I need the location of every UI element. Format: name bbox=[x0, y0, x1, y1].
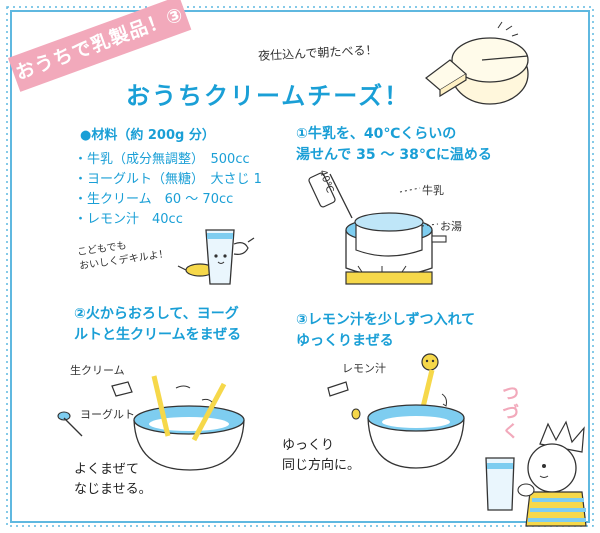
ingredients-heading: ●材料（約 200g 分） bbox=[80, 128, 215, 143]
mixing-bowl-illustration bbox=[57, 375, 245, 471]
step-3-text: ③レモン汁を少しずつ入れて ゆっくりまぜる bbox=[296, 312, 476, 349]
ingredient-item: ・ヨーグルト（無糖） 大さじ 1 bbox=[74, 172, 262, 187]
ingredients-list: ・牛乳（成分無調整） 500cc ・ヨーグルト（無糖） 大さじ 1 ・生クリーム… bbox=[74, 150, 262, 230]
step-3-note: ゆっくり 同じ方向に。 bbox=[282, 438, 361, 473]
milk-cup-character bbox=[177, 229, 255, 285]
cream-label: 生クリーム bbox=[70, 364, 125, 377]
ingredient-item: ・牛乳（成分無調整） 500cc bbox=[74, 152, 250, 167]
step-2-note: よくまぜて なじませる。 bbox=[74, 462, 152, 497]
step-2-text: ②火からおろして、ヨーグ ルトと生クリームをまぜる bbox=[74, 306, 242, 343]
hot-water-label: お湯 bbox=[440, 220, 462, 233]
crown-mascot-illustration bbox=[485, 420, 587, 527]
label-dashes bbox=[399, 187, 439, 227]
continue-label: つづく bbox=[498, 384, 518, 441]
ingredient-item: ・生クリーム 60 ～ 70cc bbox=[74, 192, 234, 207]
lemon-bowl-illustration bbox=[327, 353, 465, 469]
lemon-label: レモン汁 bbox=[342, 362, 386, 375]
cheese-illustration bbox=[425, 21, 529, 105]
step-1-text: ①牛乳を、40℃くらいの 湯せんで 35 ～ 38℃に温める bbox=[296, 126, 492, 163]
milk-label: 牛乳 bbox=[422, 184, 444, 197]
ingredient-item: ・レモン汁 40cc bbox=[74, 212, 183, 227]
yogurt-label: ヨーグルト bbox=[80, 408, 135, 421]
pot-on-burner-illustration bbox=[308, 172, 447, 285]
page-title: おうちクリームチーズ！ bbox=[126, 82, 411, 110]
